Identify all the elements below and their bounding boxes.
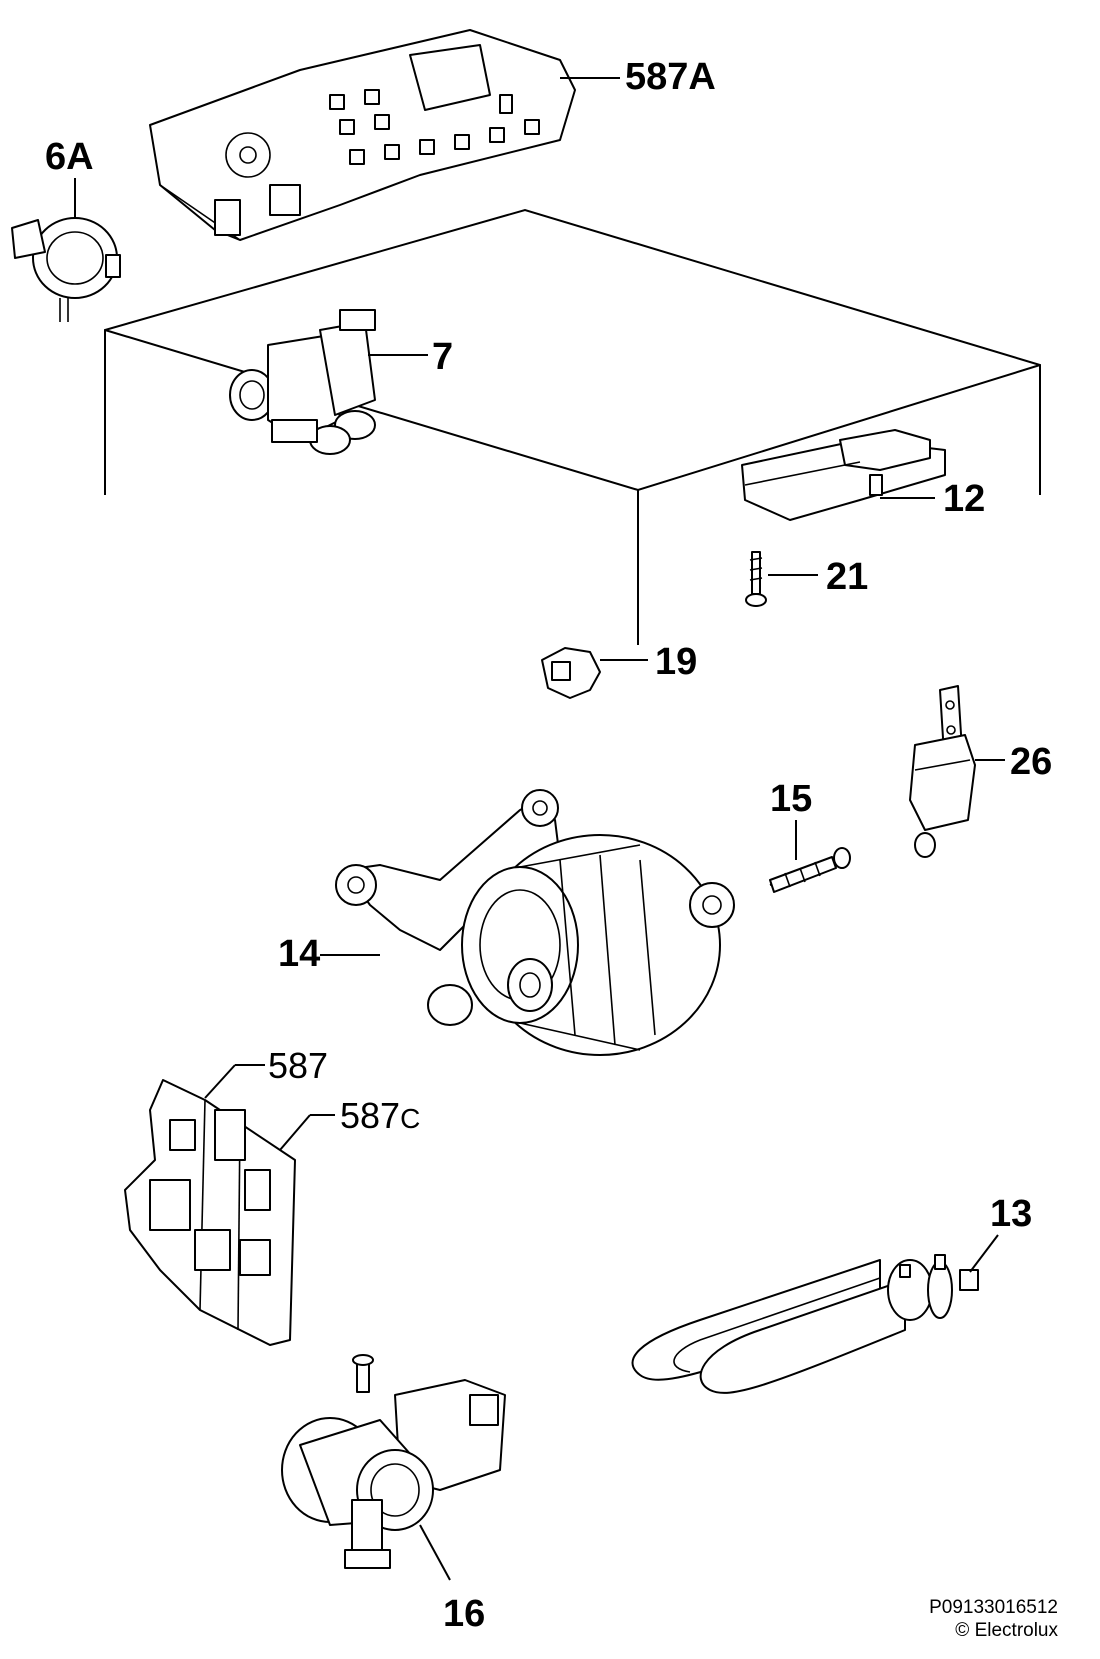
part-7-inlet-valve <box>229 309 428 455</box>
cabinet-frame-outline <box>104 208 1041 645</box>
part-13-heating-element <box>631 1234 999 1394</box>
label-14: 14 <box>278 933 321 975</box>
part-587-main-board <box>124 1064 335 1346</box>
label-26: 26 <box>1010 741 1053 783</box>
label-7: 7 <box>432 336 454 378</box>
drawing-code: P09133016512 <box>929 1597 1058 1618</box>
copyright-notice: © Electrolux <box>955 1619 1058 1641</box>
label-587C: 587C <box>340 1098 420 1134</box>
label-21: 21 <box>826 556 869 598</box>
label-587C-suffix: C <box>400 1103 421 1134</box>
part-6A-pressure-switch <box>11 178 121 322</box>
part-16-drain-pump <box>281 1354 506 1581</box>
part-14-motor <box>320 789 735 1056</box>
part-12-filter-bracket <box>741 429 946 521</box>
label-587: 587 <box>268 1045 329 1086</box>
part-26-door-lock <box>909 685 1005 858</box>
label-12: 12 <box>943 478 986 520</box>
part-19-clip <box>541 647 648 699</box>
footer: P09133016512 © Electrolux <box>929 1597 1058 1643</box>
label-6A: 6A <box>45 136 94 178</box>
label-16: 16 <box>443 1593 486 1635</box>
label-587C-number: 587 <box>340 1095 401 1136</box>
label-19: 19 <box>655 641 698 683</box>
part-587A-control-board <box>149 29 620 241</box>
part-21-screw <box>745 551 818 607</box>
label-13: 13 <box>990 1193 1033 1235</box>
label-15: 15 <box>770 778 813 820</box>
label-587A: 587A <box>625 56 716 98</box>
part-15-screw <box>769 820 851 893</box>
